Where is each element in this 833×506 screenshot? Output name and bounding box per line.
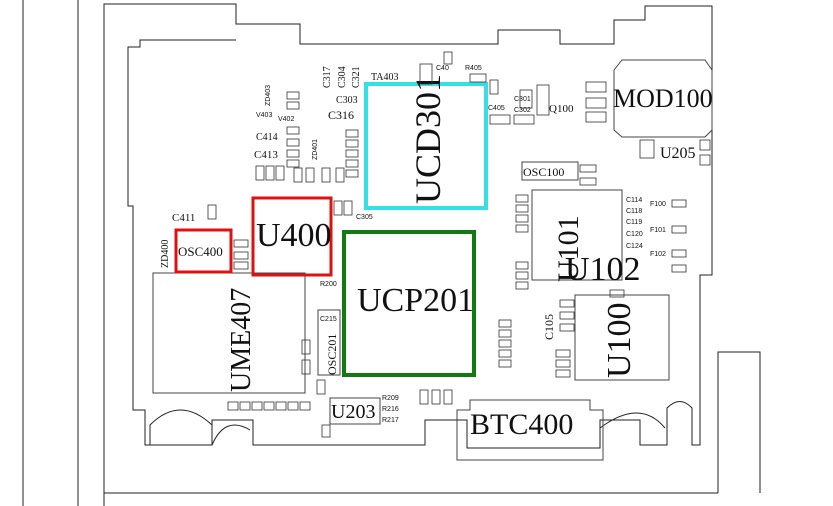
board-notch-left [149, 409, 213, 445]
osc201-label: OSC201 [325, 334, 339, 375]
u400-highlight [251, 196, 333, 277]
c305-label: C305 [356, 214, 373, 221]
osc400-label: OSC400 [178, 244, 223, 259]
u100-outline [574, 294, 670, 381]
btc400-label: BTC400 [470, 408, 573, 441]
board-notch-right [211, 424, 251, 446]
c215-label: C215 [320, 316, 337, 323]
f101-label: F101 [650, 227, 666, 234]
q100-label: Q100 [549, 103, 574, 115]
frame-right [717, 351, 761, 493]
u400-label: U400 [256, 217, 332, 254]
btc400-outline [456, 399, 604, 461]
u205-label: U205 [660, 145, 696, 162]
c124-label: C124 [626, 243, 643, 250]
c414-label: C414 [256, 132, 278, 143]
c40-label: C40 [436, 65, 449, 72]
c105-label: C105 [542, 314, 556, 340]
board-outline [103, 3, 713, 506]
c114-label: C114 [626, 197, 642, 204]
u203-outline [329, 397, 381, 425]
f102-label: F102 [650, 251, 666, 258]
c118-label: C118 [626, 208, 642, 215]
osc201-outline [317, 309, 341, 376]
v403-label: V403 [256, 112, 272, 119]
board-notch-mid [599, 412, 666, 445]
c316-label: C316 [328, 108, 354, 122]
r209-label: R209 [382, 395, 399, 402]
ta403-label: TA403 [371, 72, 399, 83]
zd401-label: ZD401 [312, 139, 319, 160]
r200-label: R200 [320, 281, 337, 288]
c413-label: C413 [254, 149, 278, 161]
r405-label: R405 [465, 65, 482, 72]
osc100-label: OSC100 [523, 165, 564, 179]
c303-label: C303 [336, 95, 358, 106]
u100-label: U100 [601, 302, 638, 378]
v402-label: V402 [278, 116, 294, 123]
ucd301-label: UCD301 [408, 74, 448, 204]
c405-label: C405 [488, 105, 505, 112]
ume407-label: UME407 [226, 288, 257, 392]
ucp201-highlight [342, 230, 476, 377]
r216-label: R216 [382, 406, 399, 413]
u203-label: U203 [331, 401, 375, 423]
r217-label: R217 [382, 417, 399, 424]
osc100-outline [521, 161, 579, 181]
c119-label: C119 [626, 219, 642, 226]
small-component-pads [207, 51, 711, 438]
osc400-highlight [174, 228, 233, 274]
c302-label: C302 [514, 107, 531, 114]
f100-label: F100 [650, 201, 666, 208]
zd400-label: ZD400 [160, 240, 171, 268]
u101-outline [531, 189, 623, 281]
ucp201-label: UCP201 [357, 282, 474, 319]
c301-label: C301 [514, 96, 531, 103]
mod100-label: MOD100 [613, 84, 713, 113]
u101-label: U101 [552, 215, 585, 282]
zd403-label: ZD403 [265, 85, 272, 106]
c120-label: C120 [626, 231, 643, 238]
c321-label: C321 [351, 66, 362, 88]
c317-label: C317 [322, 66, 333, 88]
mod100-outline [613, 59, 713, 138]
u102-label: U102 [565, 251, 641, 288]
c304-label: C304 [337, 66, 348, 88]
c411-label: C411 [172, 212, 195, 224]
